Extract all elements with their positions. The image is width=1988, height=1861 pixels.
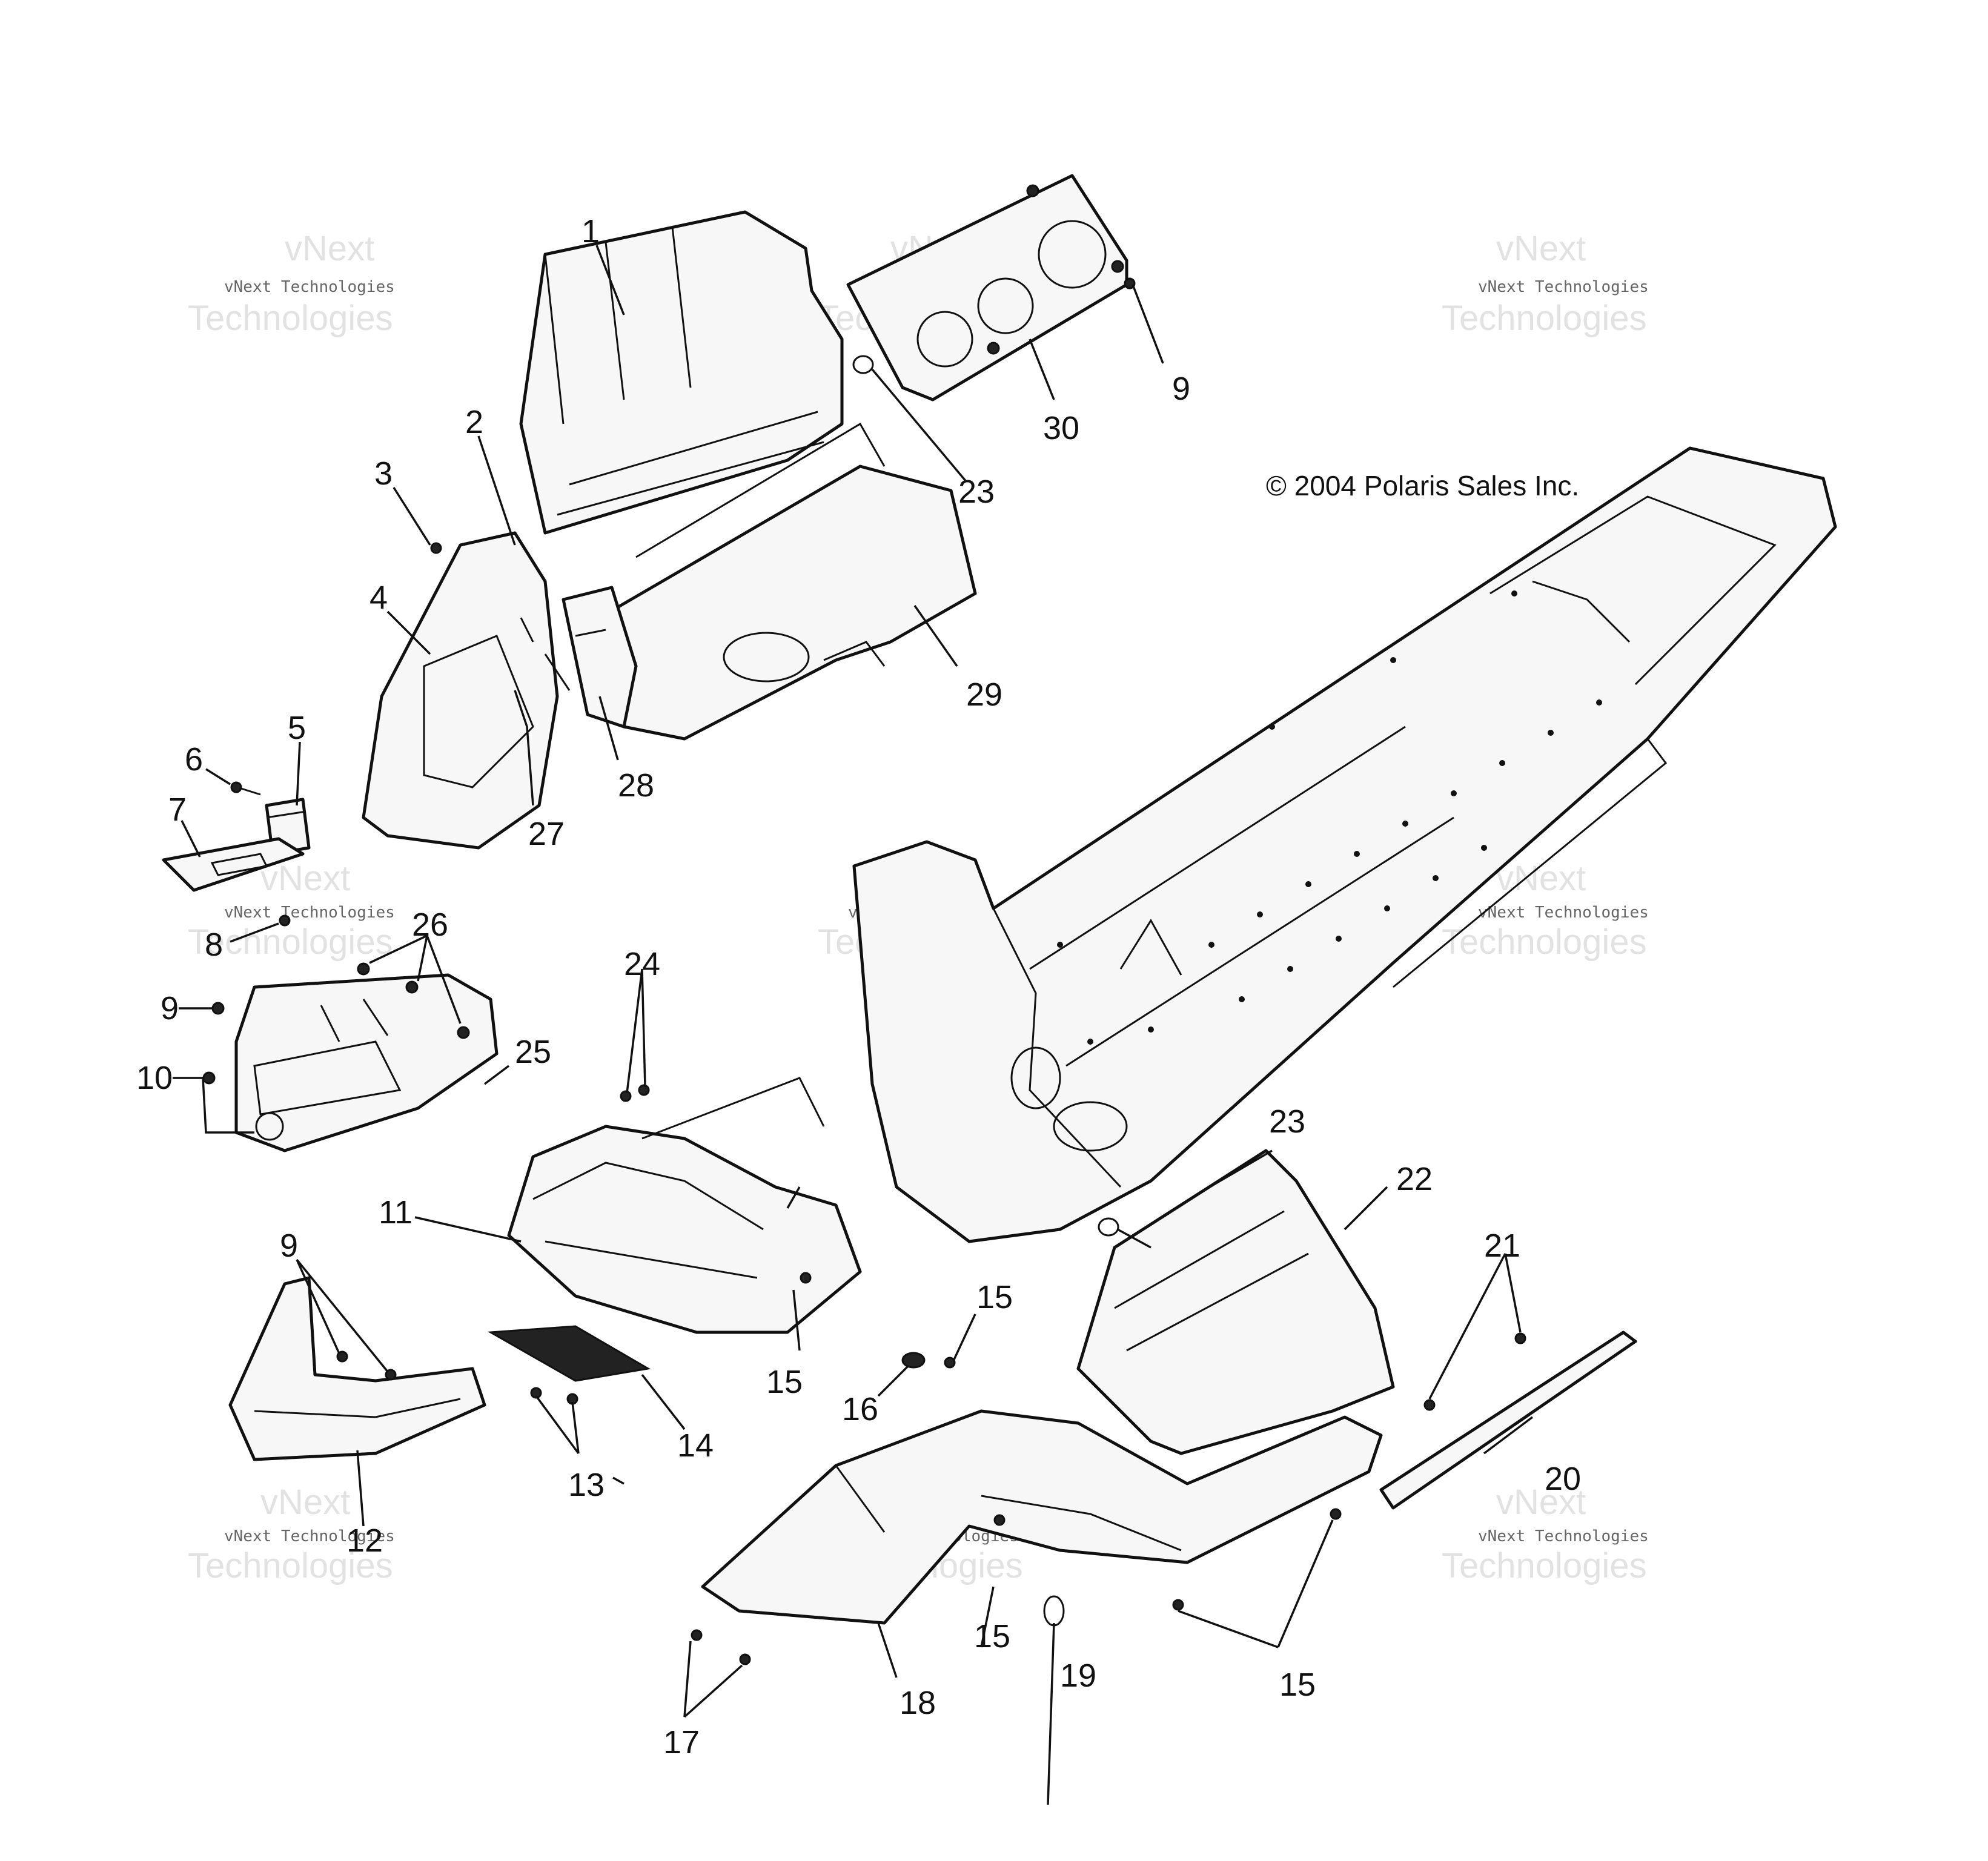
callout-4: 4 xyxy=(369,580,388,616)
callout-2: 2 xyxy=(465,404,483,440)
part-10-screw xyxy=(202,1071,216,1085)
watermark-text: vNext Technologies xyxy=(1478,278,1649,296)
watermark-text: vNext xyxy=(285,229,374,268)
part-30-gauge-panel xyxy=(846,174,1128,402)
leader-lines xyxy=(173,245,1534,1805)
callout-28: 28 xyxy=(618,767,654,804)
watermark-text: vNext xyxy=(260,1483,350,1522)
watermark-text: Technologies xyxy=(188,1546,393,1585)
watermark-text: vNext xyxy=(260,859,350,898)
callout-9-bottom: 9 xyxy=(280,1228,298,1264)
misc-screws xyxy=(336,277,1526,1665)
callout-8: 8 xyxy=(205,927,223,963)
part-12-bumper xyxy=(228,1276,486,1461)
callout-labels: 1 2 3 4 5 6 7 8 9 10 11 12 13 14 15 15 1… xyxy=(136,213,1581,1760)
part-9-screw-a xyxy=(211,1002,225,1015)
callout-6: 6 xyxy=(185,741,203,778)
watermark-text: Technologies xyxy=(188,922,393,962)
callout-20: 20 xyxy=(1545,1461,1581,1497)
callout-9-top: 9 xyxy=(1172,371,1190,407)
callout-19: 19 xyxy=(1060,1658,1096,1694)
callout-10: 10 xyxy=(136,1060,173,1096)
fasteners-26 xyxy=(357,962,470,1039)
watermark-bottom-right: vNext vNext Technologies Technologies xyxy=(1442,1483,1649,1585)
callout-14: 14 xyxy=(677,1427,714,1464)
callout-11: 11 xyxy=(379,1194,413,1231)
part-28-bracket xyxy=(562,586,638,729)
callout-9-left: 9 xyxy=(161,990,179,1026)
callout-5: 5 xyxy=(288,710,306,746)
watermark-text: vNext Technologies xyxy=(1478,1527,1649,1545)
chassis-tunnel xyxy=(852,446,1837,1243)
watermark-text: vNext xyxy=(1496,229,1586,268)
callout-15-b: 15 xyxy=(976,1279,1013,1315)
callout-15-c: 15 xyxy=(974,1618,1010,1654)
watermark-text: vNext Technologies xyxy=(224,278,395,296)
watermark-text: Technologies xyxy=(188,299,393,338)
watermark-top-left: vNext vNext Technologies Technologies xyxy=(188,229,395,338)
part-23-grommet-bottom xyxy=(1098,1217,1119,1237)
callout-30: 30 xyxy=(1043,410,1079,446)
callout-23-top: 23 xyxy=(958,474,995,510)
part-4-side-panel xyxy=(362,531,571,850)
part-18-nose-cover xyxy=(701,1409,1383,1625)
watermark-bottom-left: vNext vNext Technologies Technologies xyxy=(188,1483,395,1585)
callout-18: 18 xyxy=(900,1685,936,1721)
callout-25: 25 xyxy=(515,1034,551,1070)
callout-21: 21 xyxy=(1484,1228,1520,1264)
callout-15-a: 15 xyxy=(766,1364,803,1400)
copyright-text: © 2004 Polaris Sales Inc. xyxy=(1266,470,1579,501)
callout-7: 7 xyxy=(168,792,187,828)
callout-15-d: 15 xyxy=(1279,1667,1316,1703)
watermark-text: Technologies xyxy=(1442,922,1647,962)
part-7-plate xyxy=(162,837,305,892)
callout-26: 26 xyxy=(412,907,448,943)
callout-1: 1 xyxy=(581,213,600,250)
callout-16: 16 xyxy=(842,1391,878,1427)
callout-22: 22 xyxy=(1396,1161,1433,1197)
callout-17: 17 xyxy=(663,1724,700,1760)
callout-23-bottom: 23 xyxy=(1269,1103,1305,1140)
part-6-screw xyxy=(230,781,261,796)
watermark-top-right: vNext vNext Technologies Technologies xyxy=(1442,229,1649,338)
callout-27: 27 xyxy=(528,816,565,852)
part-11-nose-pan xyxy=(507,1077,862,1334)
part-14-grate xyxy=(487,1325,651,1382)
watermark-text: vNext xyxy=(1496,1483,1586,1522)
watermark-mid-left: vNext vNext Technologies Technologies xyxy=(188,859,395,962)
watermark-text: Technologies xyxy=(1442,1546,1647,1585)
part-25-belly-pan xyxy=(234,973,499,1152)
part-22-side-panel xyxy=(1076,1149,1395,1455)
watermark-text: Technologies xyxy=(1442,299,1647,338)
part-16-nut xyxy=(901,1352,926,1369)
watermark-text: vNext Technologies xyxy=(1478,904,1649,922)
part-20-trim-strip xyxy=(1379,1330,1637,1510)
callout-12: 12 xyxy=(346,1522,383,1559)
watermark-text: vNext Technologies xyxy=(224,1527,395,1545)
watermark-text: vNext Technologies xyxy=(224,904,395,922)
watermark-mid-right: vNext vNext Technologies Technologies xyxy=(1442,859,1649,962)
part-19-washer xyxy=(1043,1595,1065,1627)
part-8-screw xyxy=(279,914,291,927)
callout-24: 24 xyxy=(624,946,660,982)
callout-29: 29 xyxy=(966,676,1002,713)
part-23-grommet-top xyxy=(852,355,874,374)
callout-3: 3 xyxy=(374,455,393,492)
callout-13: 13 xyxy=(568,1467,605,1503)
part-1-hood xyxy=(519,210,844,535)
part-29-panel xyxy=(598,422,977,741)
